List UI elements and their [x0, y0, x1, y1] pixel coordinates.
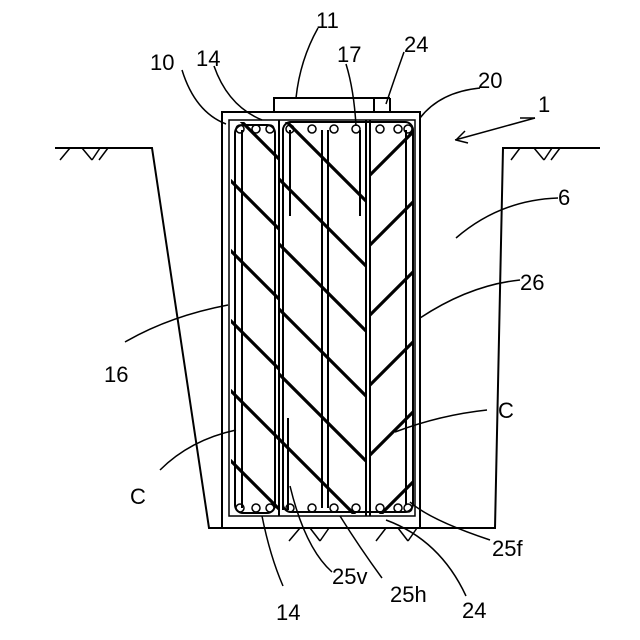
label-17: 17: [337, 42, 361, 67]
label-25f: 25f: [492, 536, 523, 561]
concrete-hatch-right: [365, 125, 420, 530]
label-16: 16: [104, 362, 128, 387]
label-24-top: 24: [404, 32, 428, 57]
top-bars: [236, 125, 412, 133]
ground-hatch-left: [60, 148, 108, 160]
top-plate: [274, 98, 374, 112]
label-24-bottom: 24: [462, 598, 486, 623]
label-10: 10: [150, 50, 174, 75]
label-14-bottom: 14: [276, 600, 300, 625]
label-1: 1: [538, 92, 550, 117]
label-11: 11: [316, 8, 339, 33]
label-25v: 25v: [332, 564, 367, 589]
label-26: 26: [520, 270, 544, 295]
label-c-right: C: [498, 398, 514, 423]
label-6: 6: [558, 185, 570, 210]
label-20: 20: [478, 68, 502, 93]
label-c-left: C: [130, 484, 146, 509]
rebar-cage-left: [235, 125, 275, 513]
label-25h: 25h: [390, 582, 427, 607]
rebar-cage-middle: [283, 122, 413, 512]
leader-lines: [125, 28, 558, 596]
label-14-top: 14: [196, 46, 220, 71]
ground-hatch-right: [511, 148, 560, 160]
